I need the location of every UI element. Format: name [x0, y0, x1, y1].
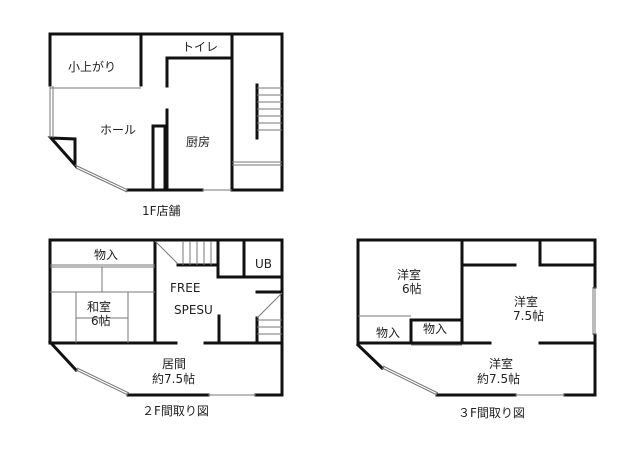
room-hall: ホール [100, 123, 137, 137]
floor3-walls [355, 238, 597, 397]
room-washitsu-size: 6帖 [91, 314, 111, 328]
room-western-2-size: 7.5帖 [513, 309, 545, 323]
room-living: 居間 [162, 357, 187, 371]
floor2-caption: ２F間取り図 [142, 404, 209, 418]
room-storage-2: 物入 [423, 322, 448, 336]
room-kitchen: 厨房 [186, 135, 211, 149]
room-western-3-size: 約7.5帖 [477, 372, 521, 386]
room-koagari: 小上がり [68, 60, 117, 74]
room-toilet: トイレ [182, 40, 219, 54]
room-ub: UB [255, 257, 273, 271]
floor2-stairs-lower [257, 319, 282, 335]
floor1-stairs [257, 87, 282, 131]
room-living-size: 約7.5帖 [152, 372, 196, 386]
room-storage: 物入 [94, 248, 119, 262]
room-spesu: SPESU [174, 303, 213, 317]
floor2-stairs-upper [182, 241, 212, 265]
room-western-1: 洋室 [397, 268, 422, 282]
floor3-caption: ３F間取り図 [458, 406, 525, 420]
room-storage-1: 物入 [376, 326, 401, 340]
room-western-2: 洋室 [514, 295, 539, 309]
floor2-walls [47, 238, 284, 397]
room-free: FREE [170, 281, 201, 295]
room-washitsu: 和室 [87, 300, 112, 314]
floor1-walls [47, 32, 284, 192]
room-western-3: 洋室 [489, 357, 514, 371]
room-western-1-size: 6帖 [402, 282, 422, 296]
floor1-caption: 1F店舗 [142, 204, 181, 218]
